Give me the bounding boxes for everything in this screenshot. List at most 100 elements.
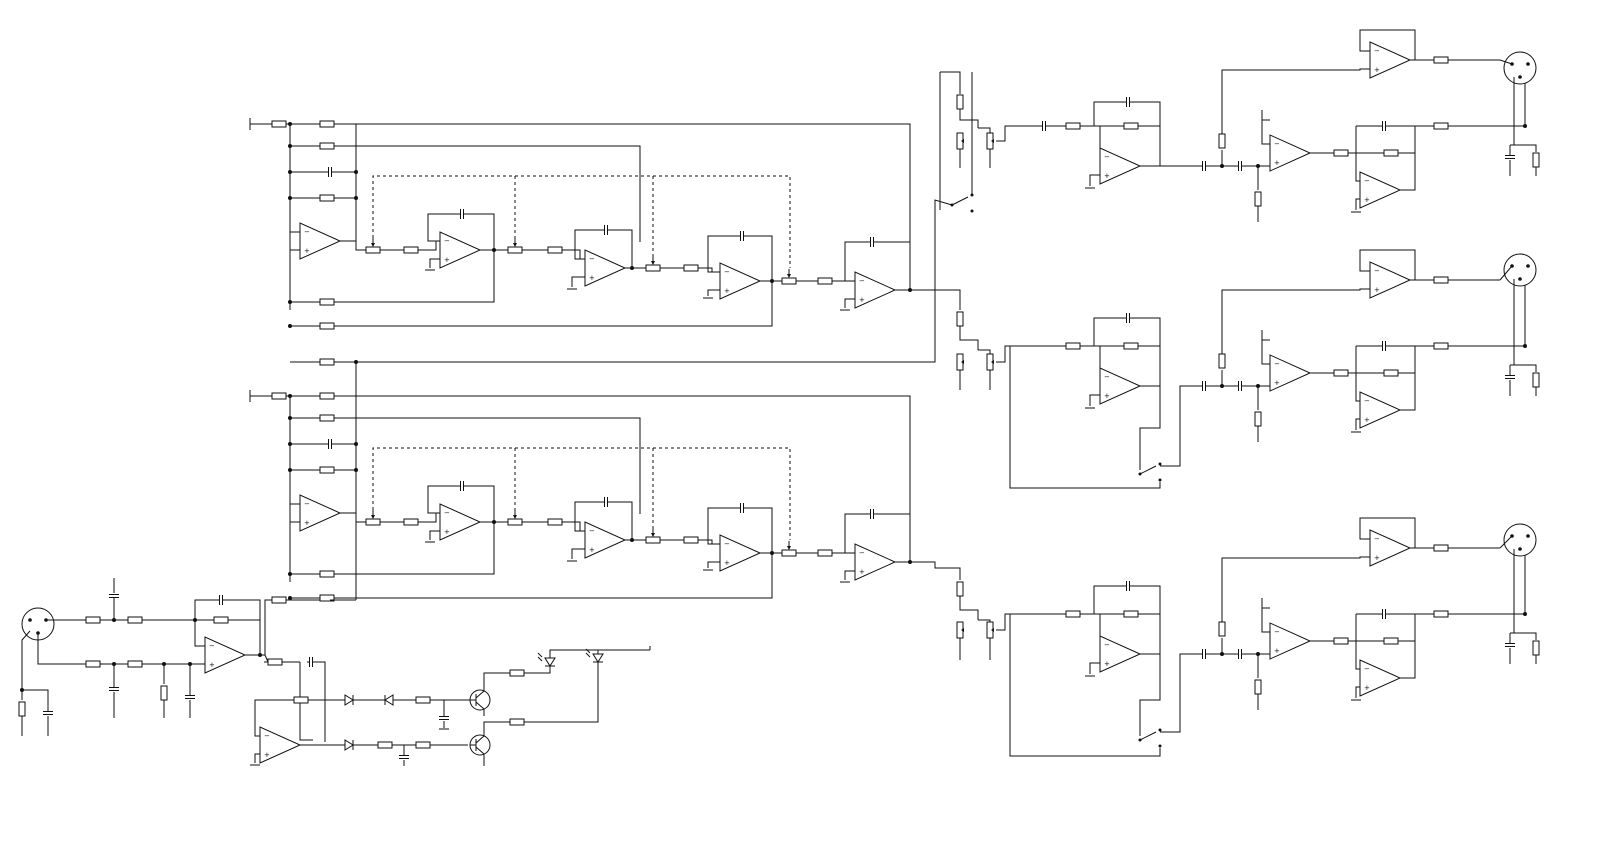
potentiometer-r34[interactable] — [507, 510, 523, 526]
potentiometer-r53[interactable] — [986, 621, 994, 639]
potentiometer-r37[interactable] — [645, 256, 661, 272]
potentiometer-r25[interactable] — [365, 510, 381, 526]
potentiometer-r38[interactable] — [645, 528, 661, 544]
junction-dot — [1256, 384, 1260, 388]
connector-j1[interactable] — [1503, 51, 1537, 85]
switch-sa2[interactable] — [1138, 462, 1162, 482]
capacitor-c21 — [1124, 313, 1132, 323]
capacitor-c25 — [1200, 649, 1208, 659]
wire — [338, 553, 773, 599]
potentiometer-r42[interactable] — [781, 541, 797, 557]
wire — [340, 512, 366, 523]
junction-dot — [288, 572, 292, 576]
wire — [429, 258, 440, 268]
wire — [466, 485, 495, 522]
wire — [844, 241, 868, 282]
resistor-r49 — [956, 581, 964, 597]
wire — [876, 241, 911, 290]
plus-sign: + — [304, 519, 310, 527]
resistor-r79 — [1532, 372, 1540, 388]
capacitor-c8 — [326, 439, 334, 449]
junction-dot — [1220, 164, 1224, 168]
wire — [1355, 686, 1360, 698]
resistor-r61 — [1218, 353, 1226, 369]
resistor-r31 — [506, 669, 528, 677]
connector-p1[interactable] — [21, 607, 55, 641]
resistor-r80 — [1532, 640, 1540, 656]
wire — [844, 298, 855, 308]
junction-dot — [354, 360, 358, 364]
switch-sa3[interactable] — [1138, 728, 1162, 748]
connector-j3[interactable] — [1503, 523, 1537, 557]
potentiometer-r52[interactable] — [986, 353, 994, 371]
resistor-r74 — [1430, 276, 1452, 284]
plus-sign: + — [1104, 172, 1110, 180]
potentiometer-r33[interactable] — [507, 238, 523, 254]
minus-sign: − — [724, 540, 730, 548]
wire — [1355, 198, 1360, 210]
plus-sign: + — [859, 296, 865, 304]
wire — [338, 250, 495, 303]
potentiometer-r41[interactable] — [781, 269, 797, 285]
wire — [1139, 385, 1161, 470]
resistor-r35 — [544, 246, 566, 254]
capacitor-c3 — [109, 687, 119, 691]
wire — [959, 326, 979, 350]
minus-sign: − — [1104, 153, 1110, 161]
minus-sign: − — [444, 237, 450, 245]
wire — [466, 213, 495, 250]
wire — [1160, 653, 1196, 733]
potentiometer-r51[interactable] — [986, 132, 994, 150]
resistor-r54 — [1062, 122, 1084, 130]
resistor-r39 — [680, 264, 702, 272]
opamp-op6: −+ — [439, 503, 482, 541]
capacitor-c33 — [1505, 375, 1515, 379]
resistor-r55 — [1062, 342, 1084, 350]
junction-dot — [288, 300, 292, 304]
wire — [429, 530, 440, 540]
opamp-op10: −+ — [719, 534, 762, 572]
wire — [1400, 373, 1416, 411]
capacitor-c1 — [43, 711, 53, 715]
wire — [1261, 119, 1270, 145]
wire — [422, 240, 440, 251]
wire — [22, 689, 49, 712]
wire — [1400, 641, 1416, 679]
transistor-vt2 — [469, 734, 491, 756]
minus-sign: − — [1374, 535, 1380, 543]
wire — [1132, 585, 1161, 654]
wire — [1132, 101, 1161, 166]
junction-dot — [1220, 652, 1224, 656]
minus-sign: − — [1364, 397, 1370, 405]
wire — [1510, 632, 1537, 640]
minus-sign: − — [1274, 360, 1280, 368]
capacitor-c19 — [1040, 121, 1048, 131]
resistor-r29 — [412, 696, 434, 704]
minus-sign: − — [1374, 47, 1380, 55]
minus-sign: − — [209, 642, 215, 650]
wire — [483, 672, 508, 691]
wire — [844, 570, 855, 580]
capacitor-c27 — [1236, 381, 1244, 391]
wire — [1510, 77, 1515, 146]
resistor-r67 — [1330, 369, 1352, 377]
potentiometer-r48[interactable] — [956, 353, 964, 371]
capacitor-c15 — [738, 503, 746, 513]
wire — [427, 485, 458, 514]
wire — [1402, 614, 1416, 642]
resistor-r78 — [1532, 152, 1540, 168]
capacitor-c4 — [185, 695, 195, 699]
plus-sign: + — [1274, 159, 1280, 167]
resistor-r3 — [82, 660, 104, 668]
capacitor-c31 — [1380, 609, 1388, 619]
potentiometer-r24[interactable] — [365, 238, 381, 254]
switch-sa1[interactable] — [950, 193, 974, 213]
junction-dot — [1256, 164, 1260, 168]
wire — [1089, 394, 1100, 406]
potentiometer-r46[interactable] — [956, 132, 964, 150]
potentiometer-r50[interactable] — [956, 621, 964, 639]
junction-dot — [258, 653, 262, 657]
wire — [338, 290, 936, 363]
opamp-op7: −+ — [584, 249, 627, 287]
connector-j2[interactable] — [1503, 253, 1537, 287]
